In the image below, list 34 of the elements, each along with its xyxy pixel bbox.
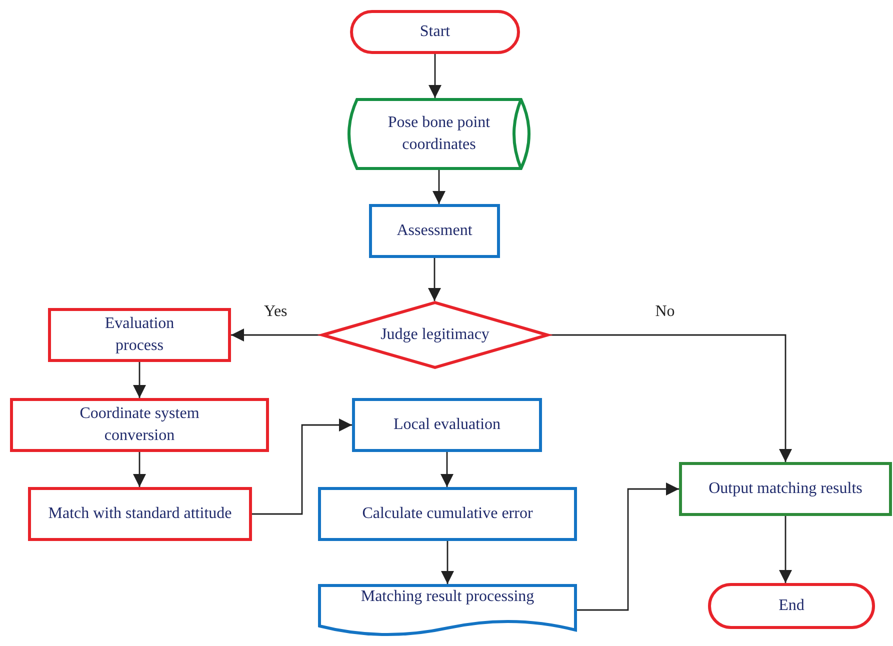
node-label: Evaluation process [104, 314, 176, 356]
arrow [441, 541, 454, 584]
process-box [318, 487, 577, 541]
document-shape [318, 584, 577, 636]
arrow [231, 328, 321, 342]
node-label: Matching result processing [360, 587, 534, 607]
process-box [369, 204, 500, 258]
process-box [10, 398, 269, 452]
process-box [48, 308, 231, 362]
process-box [352, 398, 542, 452]
process-box [28, 487, 252, 541]
arrow [577, 482, 679, 611]
node-label: Assessment [396, 221, 472, 241]
process-box [679, 462, 892, 516]
node-label: Pose bone point coordinates [386, 113, 492, 155]
arrow [779, 516, 792, 583]
arrow [428, 54, 442, 98]
terminal-shape [708, 583, 875, 629]
arrow [133, 452, 146, 487]
arrow [252, 418, 352, 515]
arrow [432, 170, 446, 204]
node-label: Calculate cumulative error [362, 504, 533, 524]
node-label: Output matching results [708, 479, 862, 499]
node-label: Match with standard attitude [48, 504, 232, 524]
terminal-shape [350, 10, 520, 54]
arrow [428, 258, 441, 301]
node-label: Coordinate system conversion [78, 404, 200, 446]
node-label: Local evaluation [393, 415, 501, 435]
arrow [440, 452, 454, 487]
arrow [549, 334, 792, 462]
node-label: End [778, 596, 804, 616]
node-label: Start [420, 22, 450, 42]
node-label: Judge legitimacy [380, 325, 490, 345]
arrow [133, 362, 146, 398]
